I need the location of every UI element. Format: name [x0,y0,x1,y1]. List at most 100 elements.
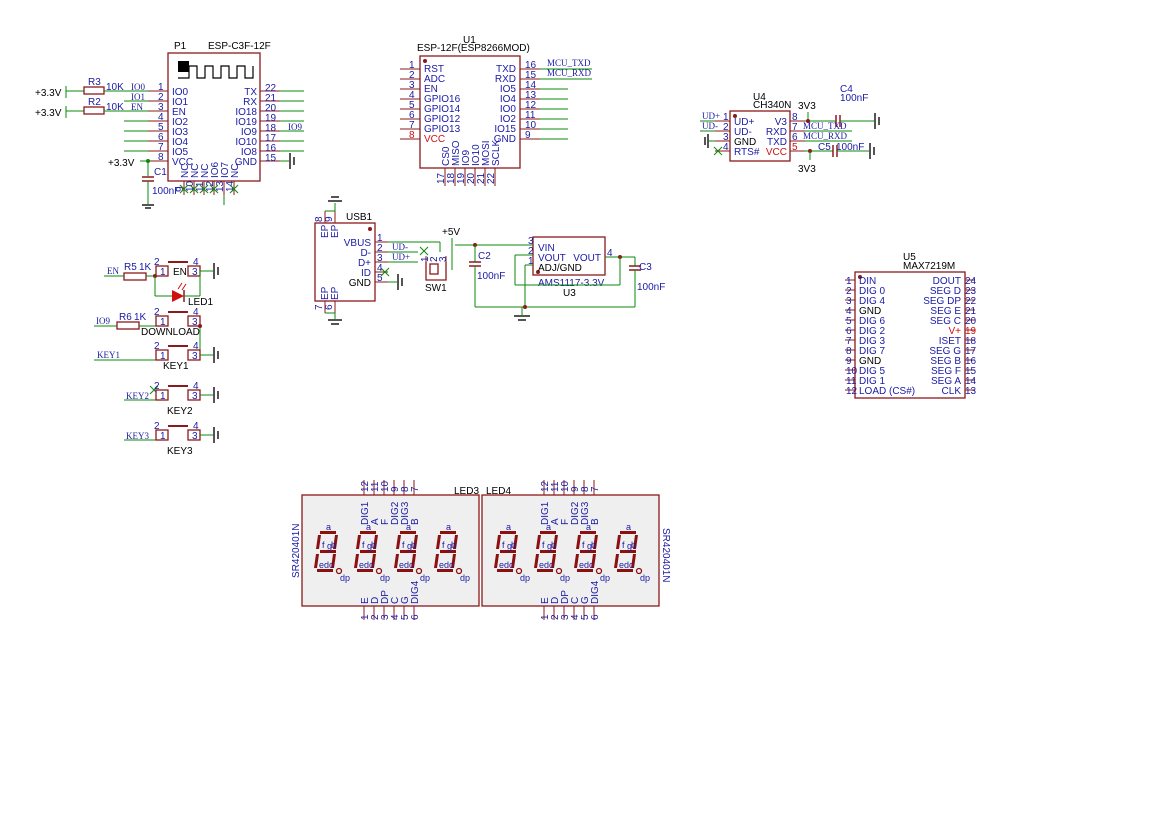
c1-value: 100nF [152,186,180,197]
svg-text:3: 3 [528,236,534,247]
led4-bot-num: 1 [540,614,551,620]
pwr-3v3-label: +3.3V [35,88,62,99]
segment-label: d [324,560,329,570]
led3-top-name: DIG1 [360,501,371,525]
keys-section[interactable]: EN R5 1K 1 2 4 3 EN LED1 IO9 R6 1K [94,257,219,457]
led3-top-name: B [410,518,421,525]
svg-text:15: 15 [525,70,537,81]
segment-label: dp [520,573,530,583]
svg-text:1: 1 [160,431,166,442]
r5-resistor [123,272,147,281]
led3-bot-num: 1 [360,614,371,620]
p1-pin-name: NC [200,164,211,178]
sw-key3-pad [155,429,169,441]
led4-top-num: 7 [590,486,601,492]
r3-resistor [83,86,105,95]
p1-pin-num: 20 [265,103,277,114]
svg-text:4: 4 [193,307,199,318]
svg-text:3: 3 [438,256,449,262]
svg-text:RXD: RXD [495,74,516,85]
segment-label: a [546,522,551,532]
usb-wiring: UD- UD+ [325,196,441,325]
led4-bot-num: 5 [580,614,591,620]
u5-pin-name: LOAD (CS#) [859,386,915,397]
segment-label: dp [560,573,570,583]
net-ud-plus: UD+ [702,111,720,121]
u5-pin-name: SEG DP [923,296,961,307]
svg-text:5: 5 [792,142,798,153]
u5-pin-num: 17 [965,346,977,357]
led3-bot-name: D [370,597,381,604]
segment-label: b [631,540,636,550]
svg-text:2: 2 [154,307,160,318]
c2-ref: C2 [478,251,491,262]
segment-label: c [629,560,634,570]
svg-text:13: 13 [525,90,537,101]
svg-text:MISO: MISO [451,140,462,166]
usb-connector[interactable]: USB1 EP EP EP EP 8 9 7 6 1 2 3 4 5 VBUS … [314,196,530,325]
svg-text:IO10: IO10 [471,144,482,166]
svg-text:UD-: UD- [734,127,752,138]
segment-label: e [319,560,324,570]
p1-module[interactable]: P1 ESP-C3F-12F 1 2 3 4 5 6 7 8 IO0 IO1 E… [148,41,280,195]
p1-pin-name: IO8 [241,147,258,158]
p1-pin-name: IO0 [172,87,189,98]
svg-text:2: 2 [723,122,729,133]
r5-value: 1K [139,262,152,273]
svg-text:IO0: IO0 [500,104,517,115]
r2-resistor [83,106,105,115]
led3-top-num: 7 [410,486,421,492]
led4-part: SR420401N [660,528,671,582]
segment-label: e [579,560,584,570]
r6-ref: R6 [119,312,132,323]
svg-text:GND: GND [734,137,756,148]
led4-bot-name: C [570,597,581,604]
p1-pin-num: 2 [158,92,164,103]
p1-pin-num: 7 [158,142,164,153]
segment-label: g [507,541,512,551]
segment-label: g [407,541,412,551]
segment-label: dp [600,573,610,583]
svg-text:12: 12 [525,100,537,111]
p1-pin-num: 19 [265,113,277,124]
p1-pin-num: 18 [265,123,277,134]
led4-top-num: 10 [560,480,571,492]
u4-chip[interactable]: U4 CH340N 1 2 3 4 UD+ UD- GND RTS# 8 7 6… [700,84,880,175]
led4-top-name: DIG1 [540,501,551,525]
svg-text:UD+: UD+ [734,117,754,128]
p1-pin-num: 4 [158,112,164,123]
segment-label: b [371,540,376,550]
p1-pin-name: NC [230,164,241,178]
p1-pin-num: 1 [158,82,164,93]
segment-label: dp [340,573,350,583]
p1-pin-num: 3 [158,102,164,113]
svg-text:1: 1 [723,112,729,123]
svg-text:RXD: RXD [766,127,787,138]
svg-text:EP: EP [330,224,341,238]
u3-regulator[interactable]: 3 2 1 4 VIN VOUT ADJ/GND VOUT AMS1117-3.… [475,236,665,321]
svg-text:8: 8 [792,112,798,123]
segment-label: d [624,560,629,570]
led3-display[interactable]: SR420401NLED312DIG11E11A2D10F3DP9DIG24C8… [291,480,480,620]
segment-label: b [591,540,596,550]
svg-text:VIN: VIN [538,243,555,254]
svg-text:2: 2 [154,257,160,268]
u5-pin-num: 8 [846,346,852,357]
p1-pin-name: GND [235,157,257,168]
p1-pin-name: IO9 [241,127,258,138]
pwr-3v3-label: +3.3V [35,108,62,119]
svg-text:GPIO13: GPIO13 [424,124,461,135]
p1-pin-name: RX [243,97,257,108]
segment-label: dp [420,573,430,583]
sw1-switch[interactable]: 1 2 3 SW1 [420,256,449,294]
segment-label: e [539,560,544,570]
u1-module[interactable]: U1 ESP-12F(ESP8266MOD) 1 2 3 4 5 6 7 8 R… [400,35,592,186]
led4-top-num: 11 [550,481,561,492]
svg-text:VBUS: VBUS [344,238,372,249]
p1-pin-name: IO5 [172,147,189,158]
